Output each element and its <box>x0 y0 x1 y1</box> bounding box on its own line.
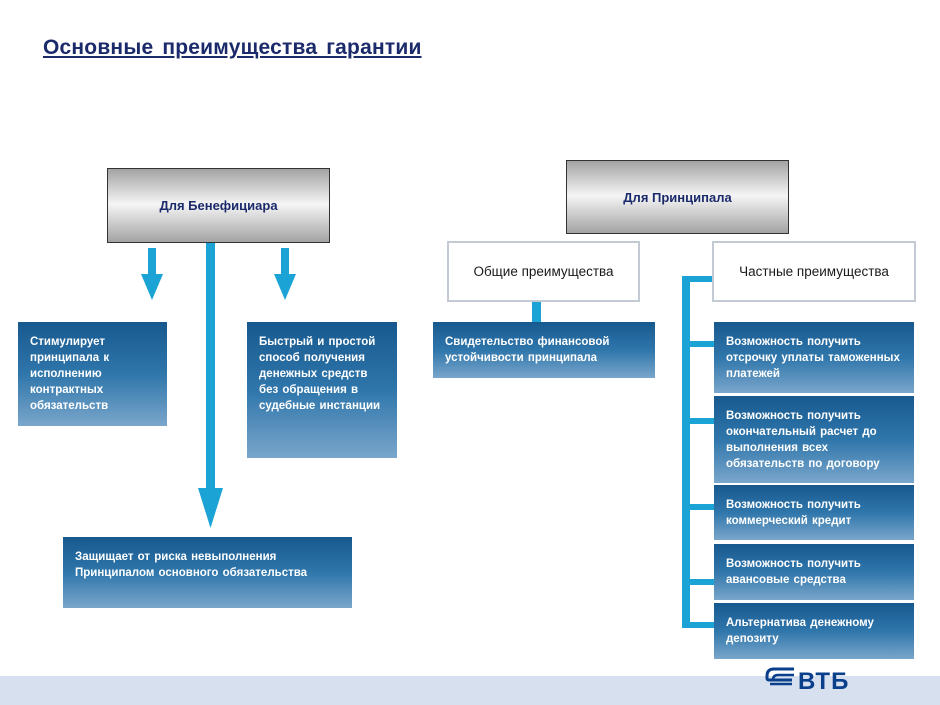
general-advantages-label: Общие преимущества <box>447 241 640 302</box>
specific-item-customs-deferral: Возможность получить отсрочку уплаты там… <box>714 322 914 393</box>
vtb-logo: ВТБ <box>764 662 856 698</box>
beneficiary-header: Для Бенефициара <box>107 168 330 243</box>
page-title: Основные преимущества гарантии <box>43 36 422 59</box>
general-box-stability: Свидетельство финансовой устойчивости пр… <box>433 322 655 378</box>
specific-item-commercial-credit: Возможность получить коммерческий кредит <box>714 485 914 540</box>
specific-item-advance-funds: Возможность получить авансовые средства <box>714 544 914 600</box>
general-connector <box>532 301 541 323</box>
principal-header: Для Принципала <box>566 160 789 234</box>
specific-item-deposit-alternative: Альтернатива денежному депозиту <box>714 603 914 659</box>
vtb-logo-icon <box>765 667 794 686</box>
arrow-left <box>141 248 163 300</box>
beneficiary-box-risk-protection: Защищает от риска невыполнения Принципал… <box>63 537 352 608</box>
arrow-right <box>274 248 296 300</box>
vtb-logo-text: ВТБ <box>798 668 850 695</box>
specific-bracket <box>682 276 714 628</box>
beneficiary-box-fast-funds: Быстрый и простой способ получения денеж… <box>247 322 397 458</box>
specific-advantages-label: Частные преимущества <box>712 241 916 302</box>
beneficiary-box-stimulates: Стимулирует принципала к исполнению конт… <box>18 322 167 426</box>
arrow-center <box>198 243 223 528</box>
specific-item-final-settlement: Возможность получить окончательный расче… <box>714 396 914 483</box>
